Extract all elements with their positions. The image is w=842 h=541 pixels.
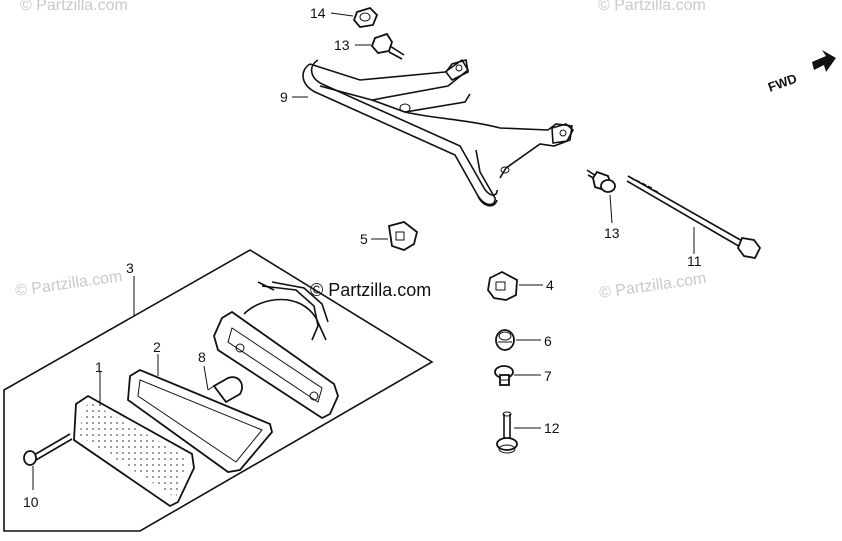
watermark-right: © Partzilla.com <box>598 270 707 302</box>
callout-13-right: 13 <box>604 225 620 241</box>
part-13-bolt-right <box>586 169 616 193</box>
part-14-nut <box>352 6 379 28</box>
part-8-bulb <box>207 376 243 404</box>
part-1-lens <box>73 394 195 508</box>
callout-10: 10 <box>23 494 39 510</box>
callout-12: 12 <box>544 420 560 436</box>
callout-2: 2 <box>153 339 161 355</box>
callout-5: 5 <box>360 231 368 247</box>
brand-watermark: © Partzilla.com <box>310 280 431 300</box>
leader-13-right <box>609 194 613 224</box>
part-11-long-bolt <box>626 175 762 260</box>
part-2-gasket <box>127 368 273 473</box>
fwd-arrow-icon <box>812 50 836 72</box>
callout-6: 6 <box>544 333 552 349</box>
callout-11: 11 <box>687 253 702 269</box>
part-6-grommet <box>495 329 515 351</box>
fwd-label: FWD <box>766 71 799 95</box>
part-4-clip <box>487 270 518 301</box>
callout-4: 4 <box>546 277 554 293</box>
leader-8 <box>203 365 209 391</box>
callout-13-top: 13 <box>334 37 350 53</box>
part-10-screw <box>23 433 73 466</box>
part-12-screw <box>496 411 518 454</box>
fwd-indicator: FWD <box>766 50 836 95</box>
part-9-bracket <box>302 58 575 207</box>
callout-9: 9 <box>280 89 288 105</box>
part-13-bolt-top <box>370 32 405 60</box>
watermark-left: © Partzilla.com <box>14 268 123 300</box>
leader-14 <box>330 12 354 17</box>
part-5-clip <box>387 221 419 251</box>
tail-light-housing <box>213 281 339 420</box>
callout-3: 3 <box>126 260 134 276</box>
callout-8: 8 <box>198 349 206 365</box>
callout-7: 7 <box>544 368 552 384</box>
watermark-top-right: © Partzilla.com <box>598 0 706 14</box>
callout-14: 14 <box>310 5 326 21</box>
watermark-top-left: © Partzilla.com <box>20 0 128 14</box>
callout-1: 1 <box>95 359 103 375</box>
part-7-screw <box>494 365 514 386</box>
part-3-assembly-outline <box>3 249 434 532</box>
